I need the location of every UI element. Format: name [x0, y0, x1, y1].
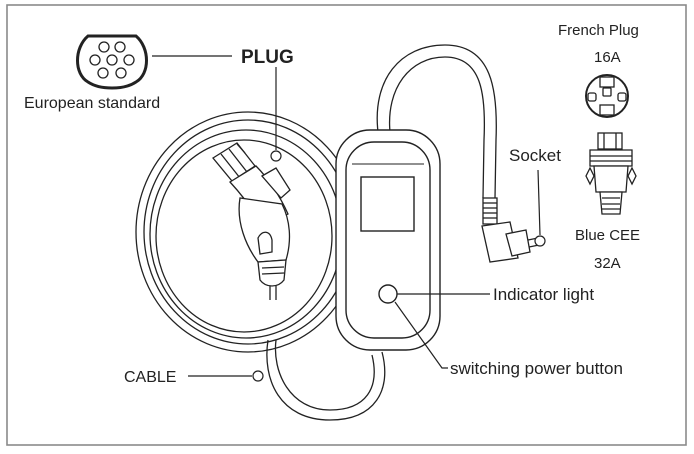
- cable-callout-dot: [252, 370, 264, 382]
- display-screen: [360, 176, 415, 232]
- type2-connector: [212, 142, 291, 300]
- french-plug-label: French Plug: [558, 22, 639, 39]
- european-plug-icon: [76, 34, 148, 90]
- cable-bottom-loop: [266, 339, 386, 421]
- european-standard-label: European standard: [24, 95, 160, 112]
- blue-cee-plug-icon: [585, 132, 637, 215]
- socket-callout-dot: [534, 235, 546, 247]
- callout-lines: [152, 55, 541, 377]
- cable-upper-loop: [376, 44, 497, 199]
- plug-label: PLUG: [241, 47, 294, 68]
- socket-label: Socket: [509, 146, 561, 165]
- blue-cee-amp: 32A: [594, 255, 621, 272]
- indicator-light-label: Indicator light: [493, 285, 594, 304]
- socket-plug: [481, 197, 540, 263]
- french-plug-icon: [585, 74, 629, 118]
- french-plug-amp: 16A: [594, 49, 621, 66]
- switching-power-button-label: switching power button: [450, 359, 623, 378]
- plug-callout-dot: [270, 150, 282, 162]
- blue-cee-label: Blue CEE: [575, 227, 640, 244]
- control-box: [335, 129, 441, 351]
- cable-label: CABLE: [124, 369, 176, 386]
- indicator-light: [378, 284, 398, 304]
